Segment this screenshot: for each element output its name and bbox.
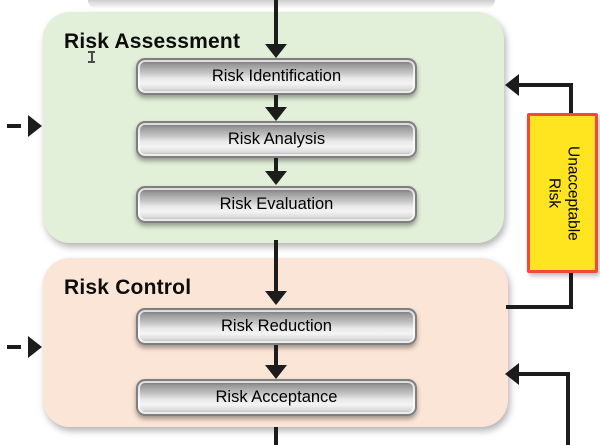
arrow-line-assessment-to-control bbox=[274, 240, 278, 292]
risk-control-title: Risk Control bbox=[64, 276, 192, 299]
arrow-line-top-entry bbox=[274, 0, 278, 45]
arrowhead-into-evaluation-icon bbox=[265, 171, 287, 185]
arrowhead-into-analysis-icon bbox=[265, 107, 287, 121]
unacceptable-risk-label: Unacceptable Risk bbox=[527, 113, 598, 273]
feedback-line-bottom-horizontal bbox=[506, 305, 573, 309]
arrowhead-into-acceptance-icon bbox=[265, 365, 287, 379]
arrowhead-entry-assessment-icon bbox=[28, 115, 42, 137]
arrowhead-feedback-into-control-icon bbox=[505, 363, 519, 385]
lower-feedback-line-vertical bbox=[566, 372, 570, 445]
node-risk-acceptance: Risk Acceptance bbox=[136, 379, 417, 416]
arrowhead-feedback-into-assessment-icon bbox=[505, 74, 519, 96]
arrow-line-reduction-acceptance bbox=[274, 345, 278, 366]
cutoff-shape-shadow bbox=[88, 0, 495, 9]
risk-assessment-title: Risk Assessment bbox=[64, 30, 241, 53]
node-risk-identification: Risk Identification bbox=[136, 58, 417, 95]
dashed-entry-control-dash bbox=[7, 345, 21, 349]
node-risk-analysis: Risk Analysis bbox=[136, 121, 417, 158]
feedback-line-top-horizontal bbox=[517, 83, 573, 87]
dashed-entry-assessment-dash bbox=[7, 124, 21, 128]
node-risk-reduction: Risk Reduction bbox=[136, 308, 417, 345]
arrow-line-bottom-exit bbox=[274, 427, 278, 445]
unacceptable-risk-text: Unacceptable Risk bbox=[545, 145, 582, 241]
arrowhead-into-reduction-icon bbox=[265, 291, 287, 305]
text-cursor-icon bbox=[87, 51, 96, 63]
arrowhead-into-identification-icon bbox=[265, 44, 287, 58]
arrow-line-identification-analysis bbox=[274, 95, 278, 108]
lower-feedback-line-horizontal bbox=[517, 372, 570, 376]
arrowhead-entry-control-icon bbox=[28, 336, 42, 358]
arrow-line-analysis-evaluation bbox=[274, 158, 278, 172]
node-risk-evaluation: Risk Evaluation bbox=[136, 186, 417, 223]
